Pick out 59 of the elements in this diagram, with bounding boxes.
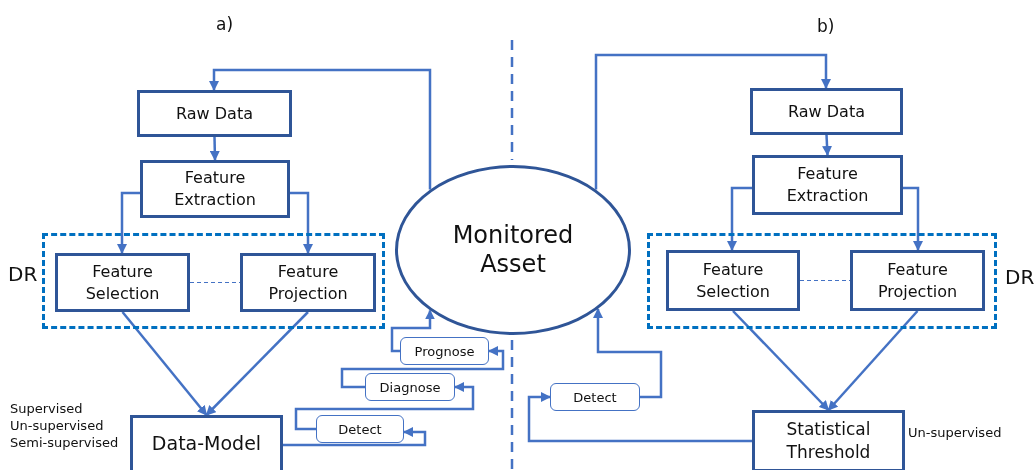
side-note: DR: [1005, 265, 1035, 289]
action-box: [365, 373, 455, 401]
box-label: Raw Data: [788, 100, 865, 123]
arrow: [205, 311, 309, 416]
panel-label: a): [216, 14, 234, 34]
arrow: [527, 392, 752, 443]
dashed-link: [799, 279, 851, 282]
action-box: [550, 383, 640, 411]
box-label: Detect: [338, 421, 382, 437]
dashed-group-box: [42, 233, 385, 329]
arrow: [209, 136, 220, 161]
arrow: [340, 346, 505, 389]
arrow: [117, 191, 140, 254]
box-label: Feature Selection: [695, 258, 771, 303]
arrow: [209, 68, 432, 190]
process-box: [750, 88, 903, 135]
process-box: [752, 410, 905, 470]
action-box: [316, 415, 404, 443]
side-note: Un-supervised: [908, 425, 1002, 440]
process-box: [140, 160, 290, 218]
dashed-group-box: [647, 233, 997, 329]
arrow: [822, 134, 833, 156]
process-box: [850, 250, 985, 311]
box-label: Diagnose: [379, 379, 441, 395]
action-box: [400, 337, 489, 365]
arrow: [390, 309, 435, 353]
arrow: [290, 191, 313, 254]
process-box: [666, 250, 800, 311]
box-label: Data-Model: [151, 431, 262, 457]
arrow: [594, 53, 831, 190]
process-box: [240, 253, 376, 312]
box-label: Feature Projection: [267, 260, 349, 305]
side-note: Semi-supervised: [10, 435, 119, 450]
box-label: Feature Extraction: [785, 163, 870, 207]
box-label: Detect: [573, 389, 617, 405]
arrow: [827, 310, 919, 411]
side-note: Un-supervised: [10, 418, 104, 433]
arrow: [732, 310, 830, 411]
side-note: Supervised: [10, 401, 83, 416]
arrow: [903, 186, 923, 251]
process-box: [55, 253, 190, 312]
box-label: Feature Projection: [876, 258, 959, 303]
arrow: [727, 186, 752, 251]
process-box: [137, 90, 292, 137]
dashed-link: [189, 281, 241, 284]
box-label: Monitored Asset: [451, 221, 575, 279]
box-label: Statistical Threshold: [785, 418, 872, 464]
box-label: Prognose: [414, 343, 475, 359]
process-box: [130, 415, 283, 470]
box-label: Feature Selection: [84, 260, 161, 305]
arrow: [593, 307, 663, 399]
process-box: [752, 155, 903, 215]
box-label: Raw Data: [176, 102, 253, 125]
arrow: [121, 311, 208, 416]
arrow: [294, 382, 475, 431]
arrow: [283, 427, 427, 447]
box-label: Feature Extraction: [173, 167, 257, 211]
side-note: DR: [8, 262, 38, 286]
panel-label: b): [817, 16, 835, 36]
